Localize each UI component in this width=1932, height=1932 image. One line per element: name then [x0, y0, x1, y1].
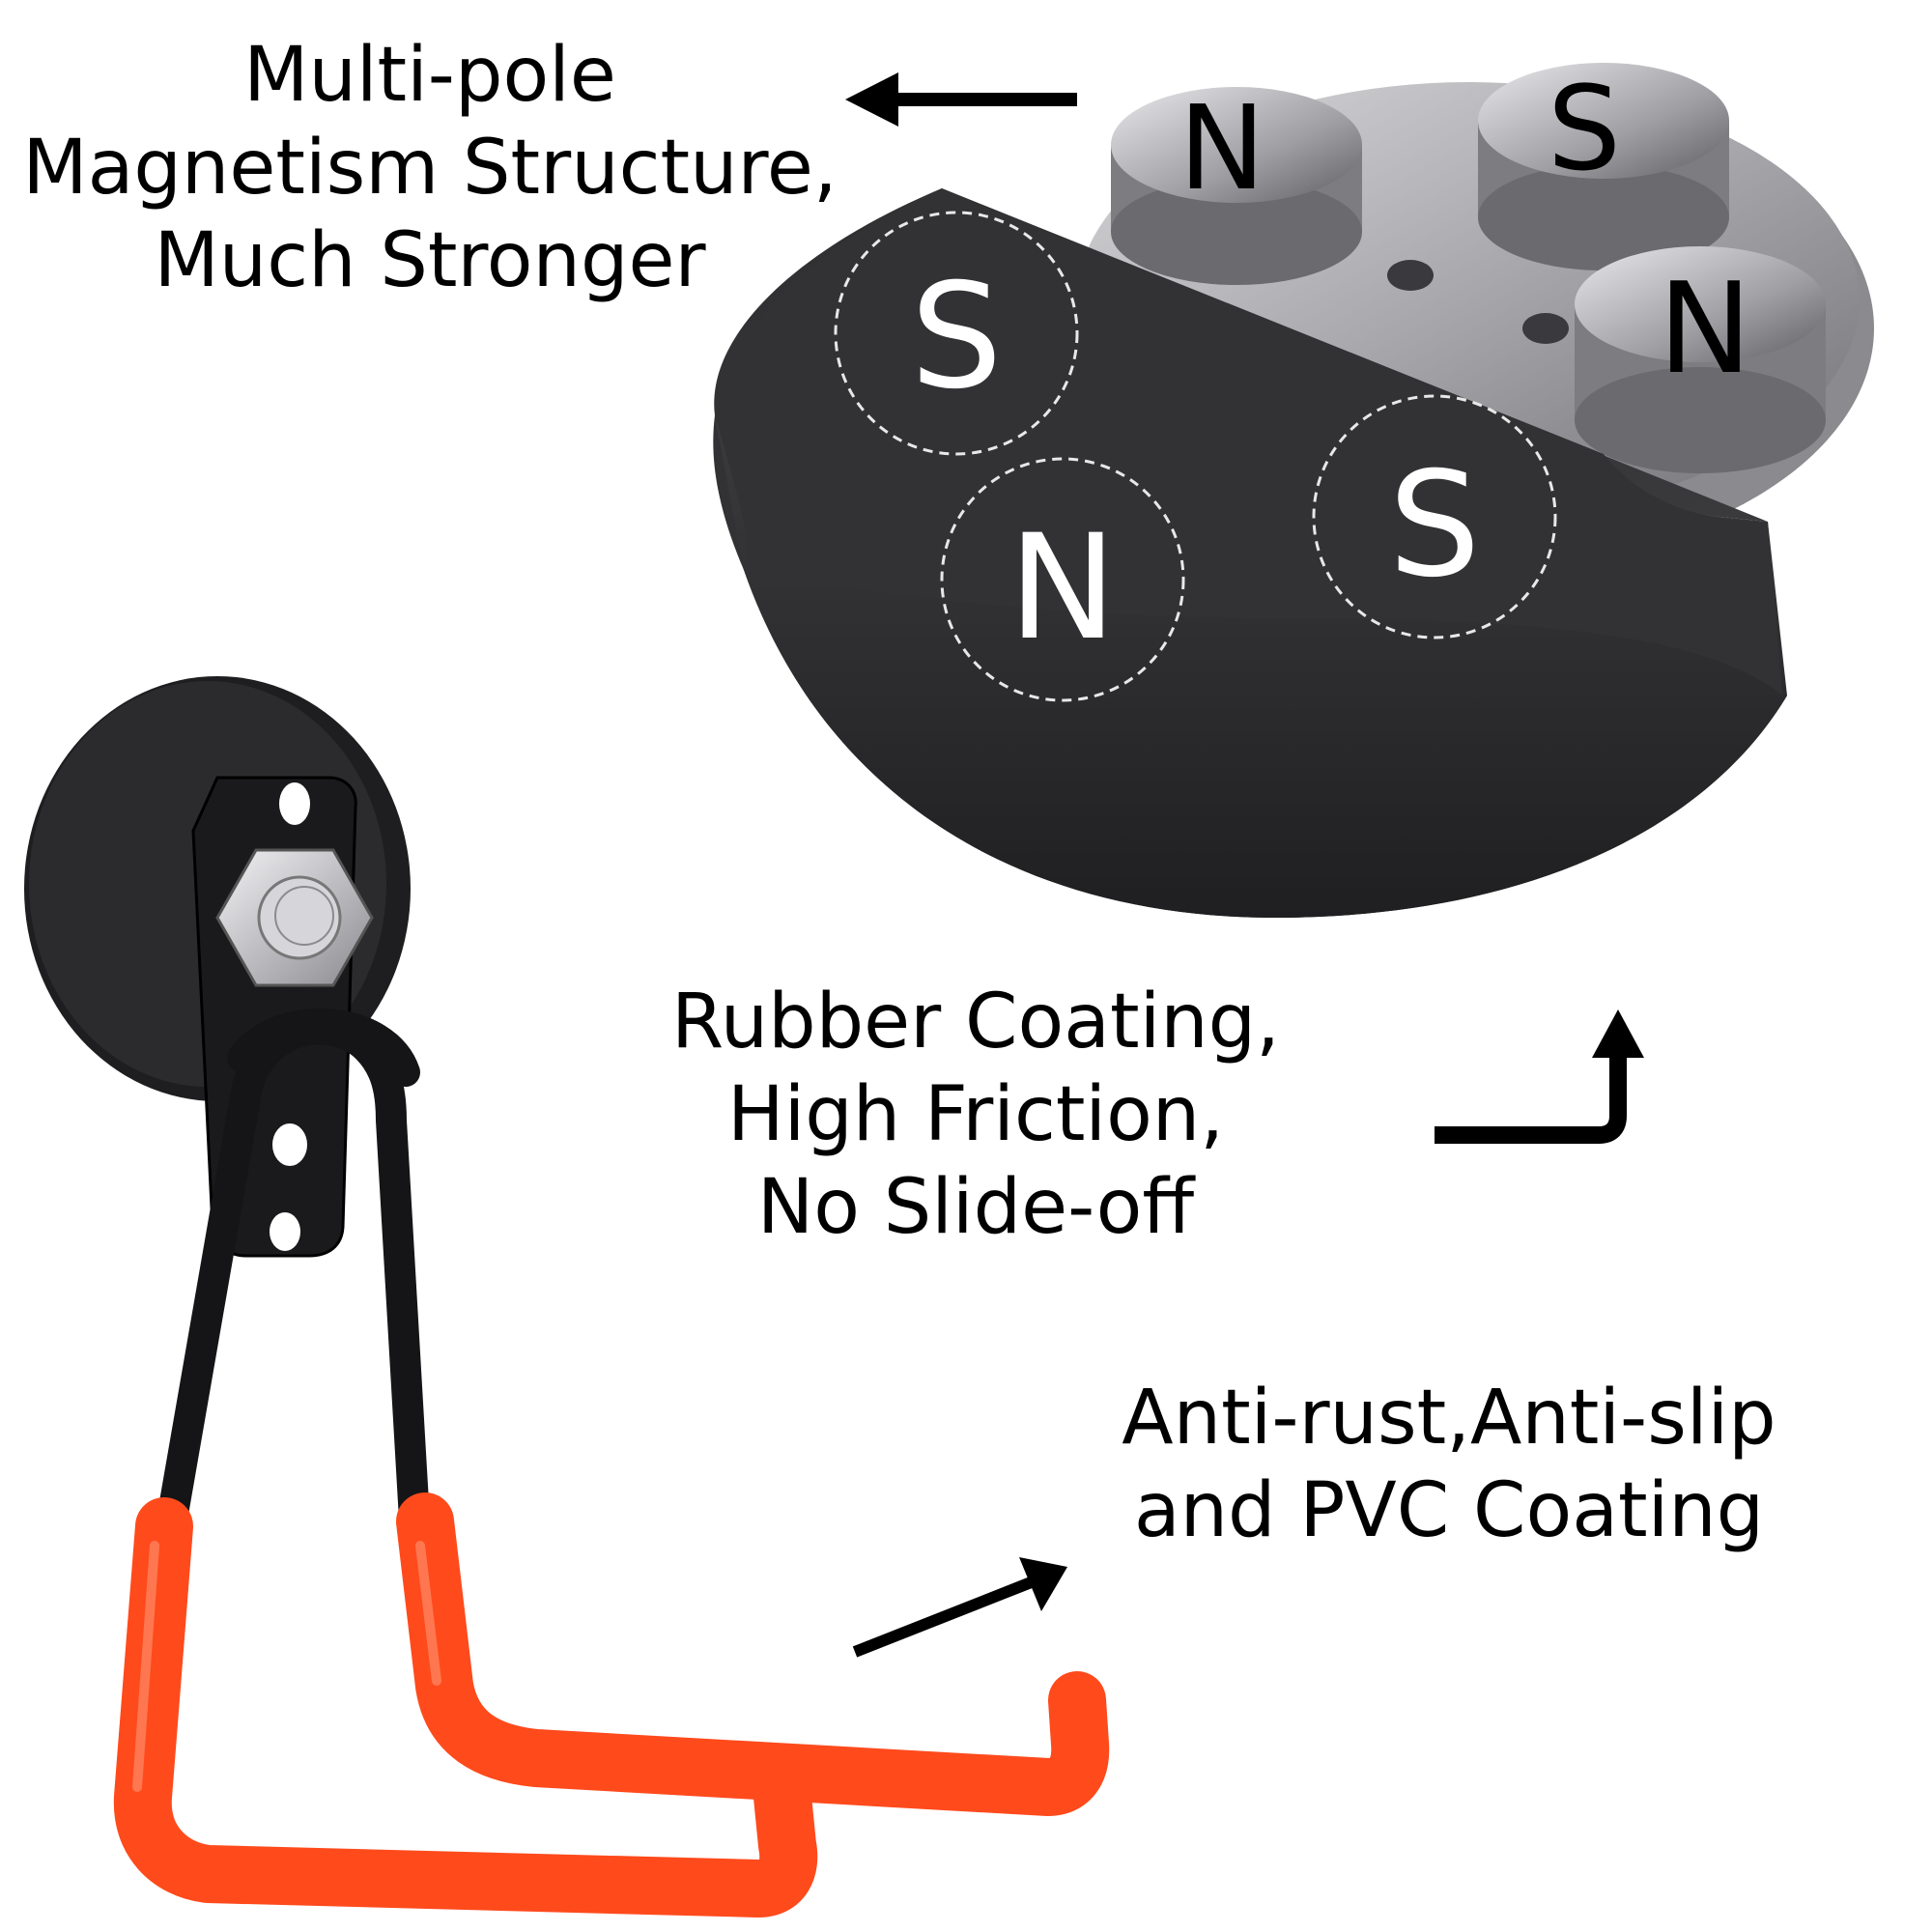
- arrow-diagonal-icon: [852, 1557, 1067, 1658]
- arrow-left-icon: [845, 72, 1077, 127]
- screw-hole-icon: [1522, 313, 1569, 344]
- pole-circle-s-left: [834, 211, 1079, 456]
- rubber-top-surface: [713, 188, 1783, 696]
- pvc-hook-back: [396, 1492, 1110, 1816]
- callout-line: and PVC Coating: [1133, 1467, 1765, 1554]
- pvc-coating-callout: Anti-rust,Anti-slip and PVC Coating: [1072, 1372, 1826, 1557]
- callout-line: Rubber Coating,: [671, 979, 1280, 1065]
- callout-line: Much Stronger: [154, 217, 706, 304]
- rubber-front-edge: [715, 415, 1787, 918]
- hook-wire-inner: [227, 1008, 420, 1087]
- callout-line: Multi-pole: [243, 32, 616, 119]
- rubber-coating-callout: Rubber Coating, High Friction, No Slide-…: [618, 976, 1333, 1254]
- pole-label: S: [910, 253, 1002, 421]
- bolt-thread: [274, 886, 334, 946]
- pvc-hook-front: [113, 1497, 818, 1918]
- screw-hole-icon: [1387, 260, 1434, 291]
- plate-hole-icon: [270, 1212, 300, 1251]
- callout-line: Anti-rust,Anti-slip: [1122, 1375, 1776, 1462]
- pvc-highlight: [415, 1541, 441, 1686]
- pole-circle-s-right: [1312, 394, 1557, 639]
- bolt-icon: [257, 875, 342, 960]
- steel-magnet-n-left: [1111, 87, 1362, 285]
- plate-hole-icon: [272, 1123, 307, 1166]
- magnet-base-illustration: N S N S N S: [713, 63, 1874, 918]
- callout-line: Magnetism Structure,: [22, 125, 838, 212]
- pole-label: N: [1179, 82, 1265, 216]
- pole-label: S: [1388, 441, 1480, 610]
- steel-magnet-s-right: [1478, 63, 1729, 270]
- pole-label: S: [1548, 63, 1621, 197]
- steel-magnet-n-front: [1575, 246, 1826, 473]
- callout-line: No Slide-off: [756, 1164, 1195, 1251]
- pole-label: N: [1658, 255, 1751, 402]
- arrow-elbow-up-icon: [1435, 1009, 1644, 1144]
- callout-line: High Friction,: [726, 1071, 1225, 1158]
- magnetism-callout: Multi-pole Magnetism Structure, Much Str…: [19, 29, 840, 307]
- pole-label: N: [1009, 504, 1117, 672]
- plate-hole-icon: [279, 782, 310, 825]
- pole-circle-n-center: [940, 457, 1185, 702]
- magnetic-hook-illustration: [24, 676, 1110, 1918]
- pvc-highlight: [132, 1541, 159, 1792]
